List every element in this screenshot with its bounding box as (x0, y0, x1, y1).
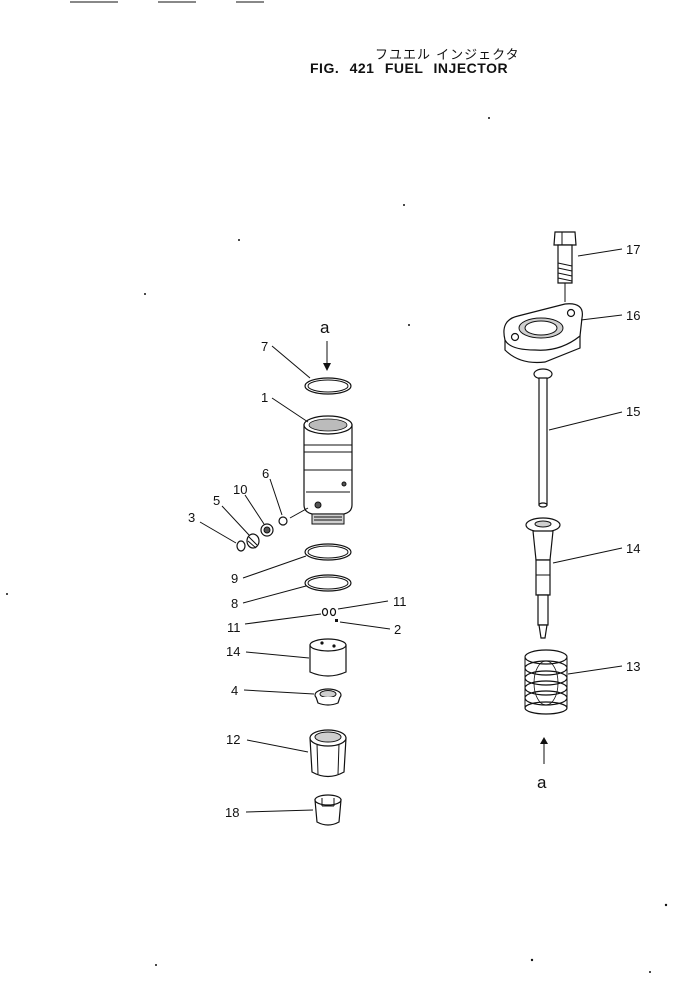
section-arrow-top: a (320, 318, 331, 371)
callout-15: 15 (626, 404, 640, 419)
injector-body (303, 415, 353, 525)
callout-11-left: 11 (227, 620, 241, 635)
bolt-17 (553, 231, 577, 302)
washer-3 (236, 540, 246, 552)
pin-11-left (321, 607, 329, 617)
o-ring-top (304, 377, 352, 395)
scan-specks (6, 117, 668, 973)
callout-1: 1 (261, 390, 268, 405)
figure-title: FIG. 421 FUEL INJECTOR (310, 60, 509, 76)
callout-11-right: 11 (393, 594, 407, 609)
callout-12: 12 (226, 732, 240, 747)
callout-14-left: 14 (226, 644, 240, 659)
leader-lines (199, 248, 623, 813)
figure-title-japanese: フユエル インジェクタ (375, 48, 520, 63)
callout-3: 3 (188, 510, 195, 525)
callout-16: 16 (626, 308, 640, 323)
callout-5: 5 (213, 493, 220, 508)
plug-10 (260, 523, 274, 537)
nozzle-4 (314, 688, 342, 706)
spring-13 (524, 649, 568, 715)
o-ring-6 (278, 516, 288, 526)
push-rod-15 (533, 368, 553, 508)
callout-2: 2 (394, 622, 401, 637)
plunger-14-right (525, 517, 561, 639)
callout-7: 7 (261, 339, 268, 354)
pin-11-right (329, 607, 337, 617)
callout-18: 18 (225, 805, 239, 820)
sleeve-18 (314, 794, 342, 826)
callout-9: 9 (231, 571, 238, 586)
callout-8: 8 (231, 596, 238, 611)
o-ring-8 (304, 574, 352, 592)
callout-10: 10 (233, 482, 247, 497)
spring-5 (246, 533, 260, 549)
callout-4: 4 (231, 683, 238, 698)
section-label-top: a (320, 318, 330, 337)
callout-13: 13 (626, 659, 640, 674)
callout-17: 17 (626, 242, 640, 257)
section-label-bottom: a (537, 773, 547, 792)
spacer-14-left (309, 638, 347, 677)
pin-2 (335, 619, 338, 622)
section-arrow-bottom: a (537, 737, 548, 792)
callout-numbers: 7 1 6 10 5 3 9 8 11 11 2 14 4 12 18 17 1… (188, 242, 640, 820)
callout-14-right: 14 (626, 541, 640, 556)
retaining-nut-12 (309, 729, 347, 778)
clamp-16 (503, 303, 583, 364)
callout-6: 6 (262, 466, 269, 481)
o-ring-9 (304, 543, 352, 561)
